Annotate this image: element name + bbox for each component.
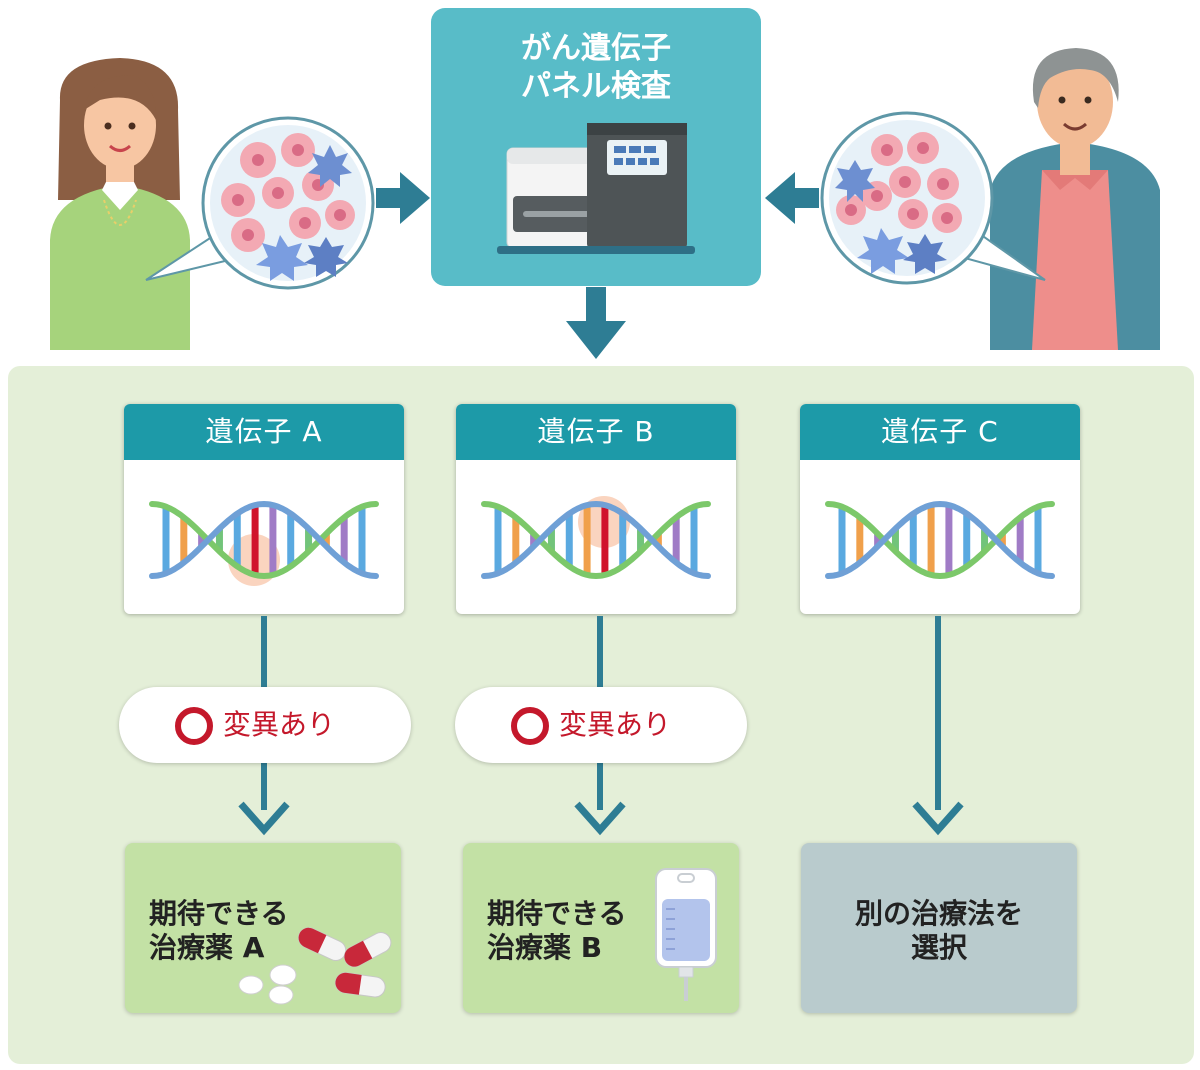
connector-line <box>597 760 603 810</box>
gene-card-c: 遺伝子 C <box>800 404 1080 614</box>
arrow-left-icon <box>765 172 819 224</box>
dna-helix-icon <box>481 496 711 580</box>
circle-mark-icon <box>175 707 213 745</box>
arrow-down-icon <box>912 801 964 836</box>
result-c-text: 別の治療法を 選択 <box>854 897 1023 964</box>
tumor-cells-magnifier-left <box>145 116 375 290</box>
iv-bag-icon <box>655 868 717 1001</box>
gene-c-title: 遺伝子 C <box>800 404 1080 460</box>
mutation-badge-a: 変異あり <box>119 687 411 763</box>
arrow-down-icon <box>238 801 290 836</box>
woman-patient-illustration <box>50 58 190 350</box>
pills-icon <box>238 927 392 1005</box>
mutation-badge-b: 変異あり <box>455 687 747 763</box>
panel-test-title: がん遺伝子 パネル検査 <box>521 31 671 104</box>
gene-card-b: 遺伝子 B <box>456 404 736 614</box>
dna-helix-icon <box>825 500 1055 580</box>
gene-a-title: 遺伝子 A <box>124 404 404 460</box>
connector-line <box>261 616 267 690</box>
circle-mark-icon <box>511 707 549 745</box>
gene-b-title: 遺伝子 B <box>456 404 736 460</box>
gene-card-a: 遺伝子 A <box>124 404 404 614</box>
arrow-right-icon <box>376 172 430 224</box>
man-patient-illustration <box>990 48 1160 350</box>
tumor-cells-magnifier-right <box>820 111 1046 285</box>
connector-line <box>935 616 941 810</box>
connector-line <box>597 616 603 690</box>
result-a-text: 期待できる 治療薬 A <box>149 897 289 964</box>
connector-line <box>261 760 267 810</box>
result-drug-b: 期待できる 治療薬 B <box>463 843 739 1013</box>
result-drug-a: 期待できる 治療薬 A <box>125 843 401 1013</box>
result-other-treatment: 別の治療法を 選択 <box>801 843 1077 1013</box>
result-b-text: 期待できる 治療薬 B <box>487 897 627 964</box>
arrow-down-icon <box>566 287 626 359</box>
sequencer-icon <box>497 123 695 254</box>
arrow-down-icon <box>574 801 626 836</box>
dna-helix-icon <box>149 500 379 586</box>
